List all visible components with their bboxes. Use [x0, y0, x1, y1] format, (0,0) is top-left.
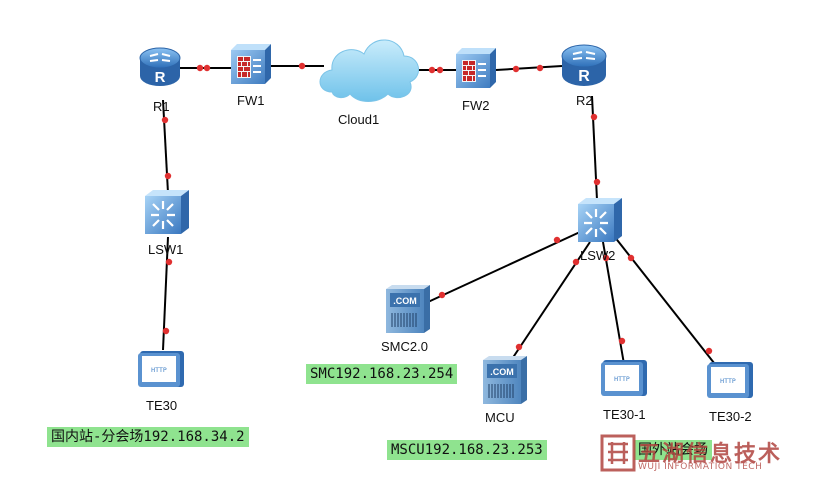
port-dot — [593, 178, 601, 186]
port-dot — [161, 116, 169, 124]
switch-lsw1-icon[interactable] — [145, 190, 189, 234]
port-dot — [590, 113, 598, 121]
port-dot — [165, 258, 173, 266]
link-fw2-r2 — [495, 65, 563, 71]
watermark-main-text: 五湖信息技术 — [638, 442, 783, 467]
watermark-sub-text: WUJI INFORMATION TECH — [638, 462, 763, 472]
label-lsw2: LSW2 — [580, 248, 616, 263]
te30-2-screen: HTTP — [720, 377, 736, 385]
label-r2: R2 — [576, 93, 593, 108]
label-mcu: MCU — [485, 410, 515, 425]
port-dot — [515, 343, 523, 351]
port-dot — [553, 236, 561, 244]
watermark-logo: 五湖信息技术 WUJI INFORMATION TECH — [598, 434, 808, 474]
te30-1-screen: HTTP — [614, 375, 630, 383]
note-mscu-ip: MSCU192.168.23.253 — [387, 440, 547, 460]
router-r2-icon[interactable]: R — [561, 44, 607, 86]
mcu-badge: .COM — [490, 367, 514, 377]
port-dot — [618, 337, 626, 345]
port-dot — [705, 347, 713, 355]
smc-badge: .COM — [393, 296, 417, 306]
cloud-icon[interactable] — [319, 39, 419, 102]
label-cloud1: Cloud1 — [338, 112, 380, 127]
port-dot — [436, 66, 444, 74]
server-smc-icon[interactable]: .COM — [386, 285, 430, 333]
port-dot — [162, 327, 170, 335]
port-dot — [203, 64, 211, 72]
label-fw2: FW2 — [462, 98, 490, 113]
terminal-te30-2-icon[interactable]: HTTP — [707, 362, 753, 398]
label-lsw1: LSW1 — [148, 242, 184, 257]
label-te30-1: TE30-1 — [603, 407, 646, 422]
note-foreign-site: 国外站会场 — [634, 440, 712, 460]
port-dots — [161, 62, 713, 355]
label-te30-2: TE30-2 — [709, 409, 752, 424]
port-dot — [298, 62, 306, 70]
switch-lsw2-icon[interactable] — [578, 198, 622, 242]
port-dot — [164, 172, 172, 180]
terminal-te30-icon[interactable]: HTTP — [138, 351, 184, 387]
label-r1: R1 — [153, 99, 170, 114]
port-dot — [627, 254, 635, 262]
label-fw1: FW1 — [237, 93, 265, 108]
links — [162, 65, 719, 369]
port-dot — [196, 64, 204, 72]
label-smc: SMC2.0 — [381, 339, 428, 354]
port-dot — [602, 254, 610, 262]
te30-screen: HTTP — [151, 366, 167, 374]
label-te30: TE30 — [146, 398, 178, 413]
watermark-seal-icon — [600, 434, 636, 472]
port-dot — [536, 64, 544, 72]
note-smc-ip: SMC192.168.23.254 — [306, 364, 458, 384]
router-r1-icon[interactable]: R — [139, 47, 181, 86]
port-dot — [438, 291, 446, 299]
firewall-fw1-icon[interactable] — [231, 44, 271, 84]
firewall-fw2-icon[interactable] — [456, 48, 496, 88]
server-mcu-icon[interactable]: .COM — [483, 356, 527, 404]
terminal-te30-1-icon[interactable]: HTTP — [601, 360, 647, 396]
note-domestic-site: 国内站-分会场192.168.34.2 — [47, 427, 249, 447]
port-dot — [512, 65, 520, 73]
port-dot — [428, 66, 436, 74]
port-dot — [572, 258, 580, 266]
router-r1-letter: R — [155, 69, 166, 86]
link-lsw2-smc — [427, 231, 581, 303]
router-r2-letter: R — [578, 68, 590, 85]
